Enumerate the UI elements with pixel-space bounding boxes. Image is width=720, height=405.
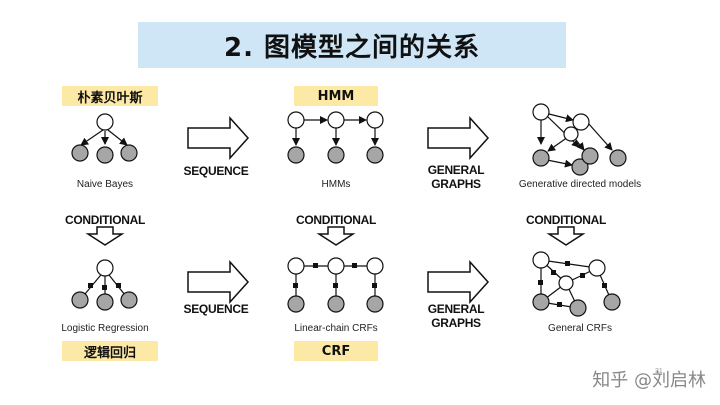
general-graphs-label-bottom: GENERAL GRAPHS (427, 302, 485, 330)
tag-crf: CRF (294, 341, 378, 361)
tag-logistic-cn: 逻辑回归 (62, 341, 158, 361)
conditional-label-left: CONDITIONAL (64, 213, 146, 227)
caption-naive-bayes: Naive Bayes (76, 179, 134, 190)
conditional-arrow-middle (316, 226, 356, 246)
caption-logistic: Logistic Regression (61, 323, 149, 334)
conditional-label-right: CONDITIONAL (525, 213, 607, 227)
logistic-regression-graph (71, 259, 138, 311)
sequence-label-top: SEQUENCE (183, 164, 249, 178)
generative-directed-graph (532, 103, 627, 176)
general-crf-graph (532, 251, 621, 317)
general-graphs-arrow-bottom (427, 260, 490, 304)
sequence-arrow-bottom (187, 260, 250, 304)
general-graphs-arrow-top (427, 116, 490, 160)
linear-chain-crf-graph (287, 257, 384, 313)
naive-bayes-graph (71, 113, 138, 164)
conditional-arrow-right (546, 226, 586, 246)
hmm-graph (287, 111, 384, 164)
slide-title-box: 2. 图模型之间的关系 (138, 22, 566, 68)
watermark: 知乎 @刘启林 (592, 370, 706, 391)
tag-hmm: HMM (294, 86, 378, 106)
conditional-arrow-left (85, 226, 125, 246)
caption-generative: Generative directed models (518, 179, 642, 190)
caption-hmms: HMMs (321, 179, 351, 190)
general-graphs-label-top: GENERAL GRAPHS (427, 163, 485, 191)
page-number: 31 (655, 368, 663, 375)
sequence-label-bottom: SEQUENCE (183, 302, 249, 316)
caption-linear-chain: Linear-chain CRFs (294, 323, 378, 334)
tag-naive-bayes-cn: 朴素贝叶斯 (62, 86, 158, 106)
caption-general-crfs: General CRFs (548, 323, 612, 334)
sequence-arrow-top (187, 116, 250, 160)
conditional-label-middle: CONDITIONAL (295, 213, 377, 227)
slide-title: 2. 图模型之间的关系 (223, 32, 481, 63)
